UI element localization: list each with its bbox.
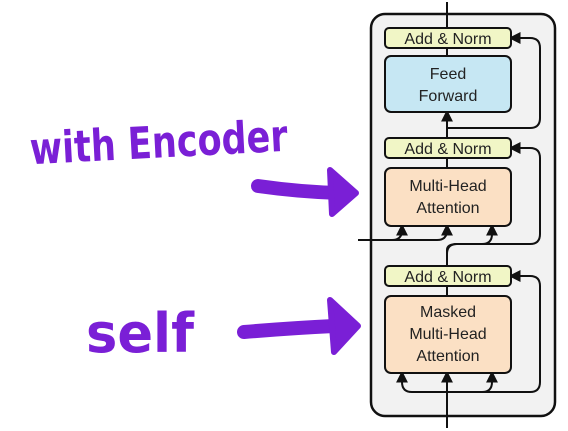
feed-forward-box bbox=[384, 55, 512, 113]
middle-add-norm-box bbox=[384, 137, 512, 159]
masked-attention-label-line-3: Attention bbox=[416, 348, 479, 365]
bottom-add-norm-box bbox=[384, 265, 512, 287]
cross-attention-label-line-1: Multi-Head bbox=[409, 178, 486, 195]
feed-forward-label-line-1: Feed bbox=[430, 66, 466, 83]
masked-attention-label-line-1: Masked bbox=[420, 304, 476, 321]
annotation-arrow-lower bbox=[237, 297, 361, 355]
feed-forward-label-line-2: Forward bbox=[419, 88, 478, 105]
top-add-norm-box bbox=[384, 27, 512, 49]
masked-attention-box bbox=[384, 295, 512, 374]
cross-attention-box bbox=[384, 167, 512, 227]
handwritten-note-with-encoder: with Encoder bbox=[28, 111, 289, 175]
bottom-add-norm-label: Add & Norm bbox=[404, 269, 491, 286]
cross-attention-label-line-2: Attention bbox=[416, 200, 479, 217]
middle-add-norm-label: Add & Norm bbox=[404, 141, 491, 158]
masked-attention-label-line-2: Multi-Head bbox=[409, 326, 486, 343]
flow-lines bbox=[358, 2, 541, 428]
top-add-norm-label: Add & Norm bbox=[404, 31, 491, 48]
handwritten-note-self: self bbox=[86, 302, 194, 365]
annotation-arrow-upper bbox=[251, 167, 359, 217]
